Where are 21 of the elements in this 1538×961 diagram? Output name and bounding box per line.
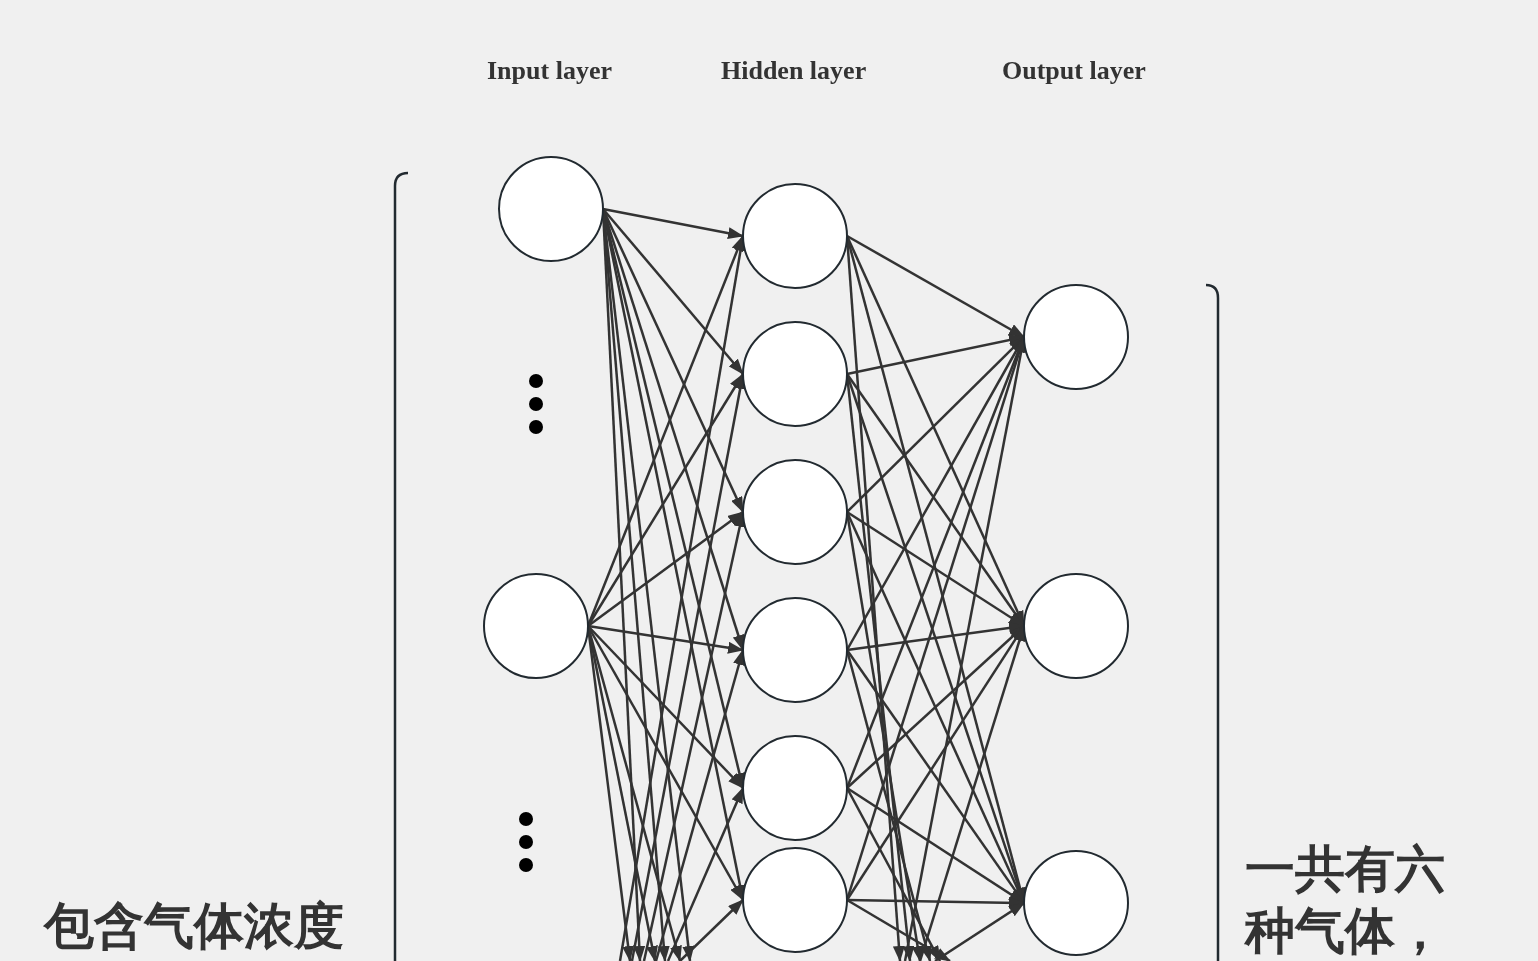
layer-heading: Input layer [487, 56, 612, 86]
arrow [934, 901, 1025, 961]
arrow [846, 510, 1025, 628]
arrow [846, 786, 1025, 905]
arrow [666, 787, 745, 961]
layer-heading: Output layer [1002, 56, 1146, 86]
layer-heading: Hidden layer [721, 56, 867, 86]
annotation-text: 一共有六种气体， [1245, 839, 1446, 961]
arrow [846, 896, 1025, 909]
arrow [602, 208, 744, 375]
arrow [587, 624, 744, 654]
arrow [846, 898, 951, 961]
arrow [587, 625, 744, 789]
arrow [602, 207, 744, 240]
arrow [654, 649, 745, 961]
arrow [587, 511, 744, 627]
annotation-text: 包含气体浓度 [44, 896, 345, 957]
arrow [846, 334, 1025, 376]
arrow [679, 899, 744, 961]
arrow [846, 234, 1025, 339]
arrow [846, 622, 1025, 652]
